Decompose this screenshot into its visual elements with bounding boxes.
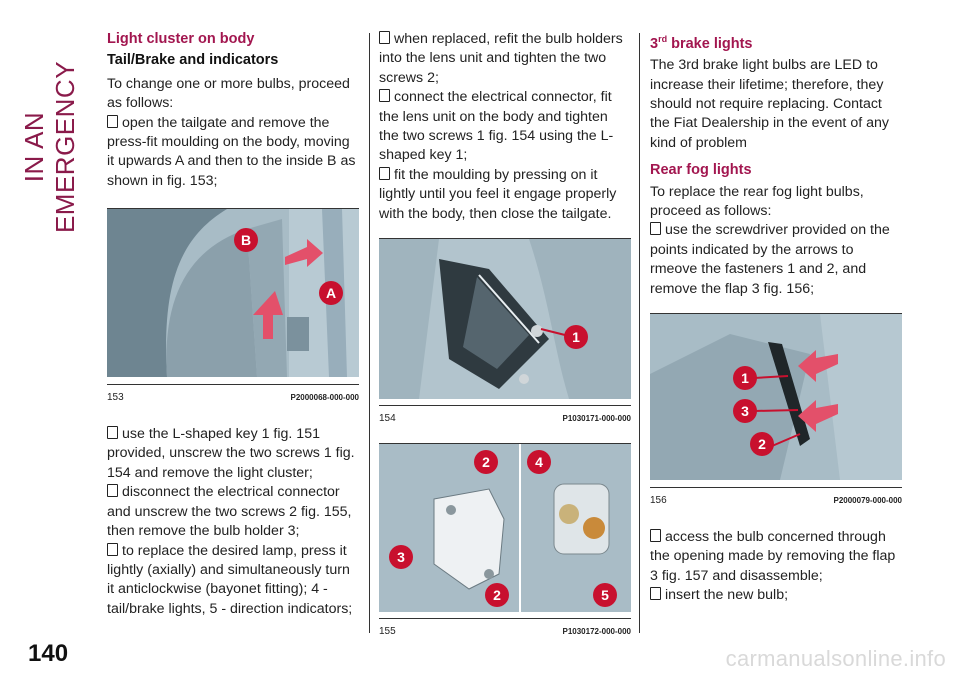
section-side-title: IN AN EMERGENCY [12, 30, 82, 233]
callout-4: 4 [535, 454, 543, 470]
checkbox-bullet-icon [107, 542, 118, 556]
figure-156-illustration: 1 3 2 [650, 314, 902, 481]
figure-caption: 155 P1030172-000-000 [379, 618, 631, 641]
column-2: when replaced, refit the bulb holders in… [379, 30, 631, 642]
step-item: connect the electrical connector, fit th… [379, 88, 631, 166]
step-text: to replace the desired lamp, press it li… [107, 542, 353, 617]
intro-text: To change one or more bulbs, proceed as … [107, 75, 350, 112]
checkbox-bullet-icon [379, 166, 390, 180]
step-item: insert the new bulb; [650, 586, 902, 605]
checkbox-bullet-icon [379, 89, 390, 103]
intro-text: To replace the rear fog light bulbs, pro… [650, 183, 864, 220]
step-item: access the bulb concerned through the op… [650, 528, 902, 586]
section-heading: 3rd brake lights [650, 30, 902, 54]
figure-153: B A 153 P2000068-000-000 [107, 208, 359, 407]
checkbox-bullet-icon [650, 528, 661, 542]
figure-154-illustration: 1 [379, 239, 631, 400]
step-item: open the tailgate and remove the press-f… [107, 114, 359, 192]
step-text: when replaced, refit the bulb holders in… [379, 31, 623, 86]
callout-2: 2 [493, 587, 501, 603]
step-text: use the L-shaped key 1 fig. 151 provided… [107, 426, 355, 481]
heading-text: brake lights [667, 35, 753, 52]
column-1: Light cluster on body Tail/Brake and ind… [107, 30, 359, 619]
step-text: open the tailgate and remove the press-f… [107, 114, 356, 189]
paragraph: The 3rd brake light bulbs are LED to inc… [650, 57, 889, 151]
section-side-title-text: IN AN EMERGENCY [19, 60, 80, 234]
heading-superscript: rd [658, 34, 668, 44]
figure-number: 155 [379, 626, 396, 638]
figure-caption: 153 P2000068-000-000 [107, 383, 359, 407]
figure-code: P2000079-000-000 [833, 495, 902, 505]
figure-155-illustration: 2 3 2 4 5 [379, 443, 631, 612]
heading-number: 3 [650, 35, 659, 52]
checkbox-bullet-icon [650, 587, 661, 601]
figure-code: P1030172-000-000 [562, 627, 631, 637]
callout-5: 5 [601, 587, 609, 603]
figure-caption: 154 P1030171-000-000 [379, 405, 631, 428]
checkbox-bullet-icon [107, 426, 118, 440]
step-text: use the screwdriver provided on the poin… [650, 222, 890, 297]
step-text: access the bulb concerned through the op… [650, 528, 896, 584]
column-divider [369, 33, 370, 633]
figure-154: 1 154 P1030171-000-000 [379, 238, 631, 429]
step-item: when replaced, refit the bulb holders in… [379, 30, 631, 88]
column-divider [639, 33, 640, 633]
figure-number: 154 [379, 413, 396, 425]
step-text: disconnect the electrical connector and … [107, 484, 352, 540]
figure-156: 1 3 2 156 P2000079-000-000 [650, 313, 902, 510]
section-heading: Rear fog lights [650, 162, 752, 179]
callout-3: 3 [397, 549, 405, 565]
figure-number: 153 [107, 391, 124, 403]
step-text: connect the electrical connector, fit th… [379, 89, 614, 164]
callout-2: 2 [758, 436, 766, 452]
callout-3: 3 [741, 403, 749, 419]
figure-number: 156 [650, 494, 667, 506]
watermark: carmanualsonline.info [725, 646, 946, 671]
step-text: insert the new bulb; [665, 587, 789, 604]
callout-1: 1 [572, 329, 580, 345]
section-heading: Light cluster on body [107, 31, 255, 47]
step-item: fit the moulding by pressing on it light… [379, 166, 631, 224]
checkbox-bullet-icon [107, 484, 118, 498]
checkbox-bullet-icon [650, 222, 661, 236]
step-item: use the screwdriver provided on the poin… [650, 221, 902, 299]
callout-b: B [241, 232, 251, 248]
callout-2: 2 [482, 454, 490, 470]
figure-caption: 156 P2000079-000-000 [650, 486, 902, 510]
step-item: to replace the desired lamp, press it li… [107, 542, 359, 620]
callout-a: A [326, 285, 336, 301]
checkbox-bullet-icon [379, 31, 390, 44]
column-3: 3rd brake lights The 3rd brake light bul… [650, 30, 902, 606]
step-item: use the L-shaped key 1 fig. 151 provided… [107, 425, 359, 483]
callout-1: 1 [741, 370, 749, 386]
figure-code: P2000068-000-000 [290, 392, 359, 402]
checkbox-bullet-icon [107, 114, 118, 128]
step-item: disconnect the electrical connector and … [107, 483, 359, 541]
figure-code: P1030171-000-000 [562, 414, 631, 424]
page-number: 140 [28, 640, 69, 667]
step-text: fit the moulding by pressing on it light… [379, 166, 617, 222]
section-subheading: Tail/Brake and indicators [107, 52, 279, 69]
figure-153-illustration: B A [107, 209, 359, 378]
figure-155: 2 3 2 4 5 155 P1030172-000-000 [379, 442, 631, 642]
